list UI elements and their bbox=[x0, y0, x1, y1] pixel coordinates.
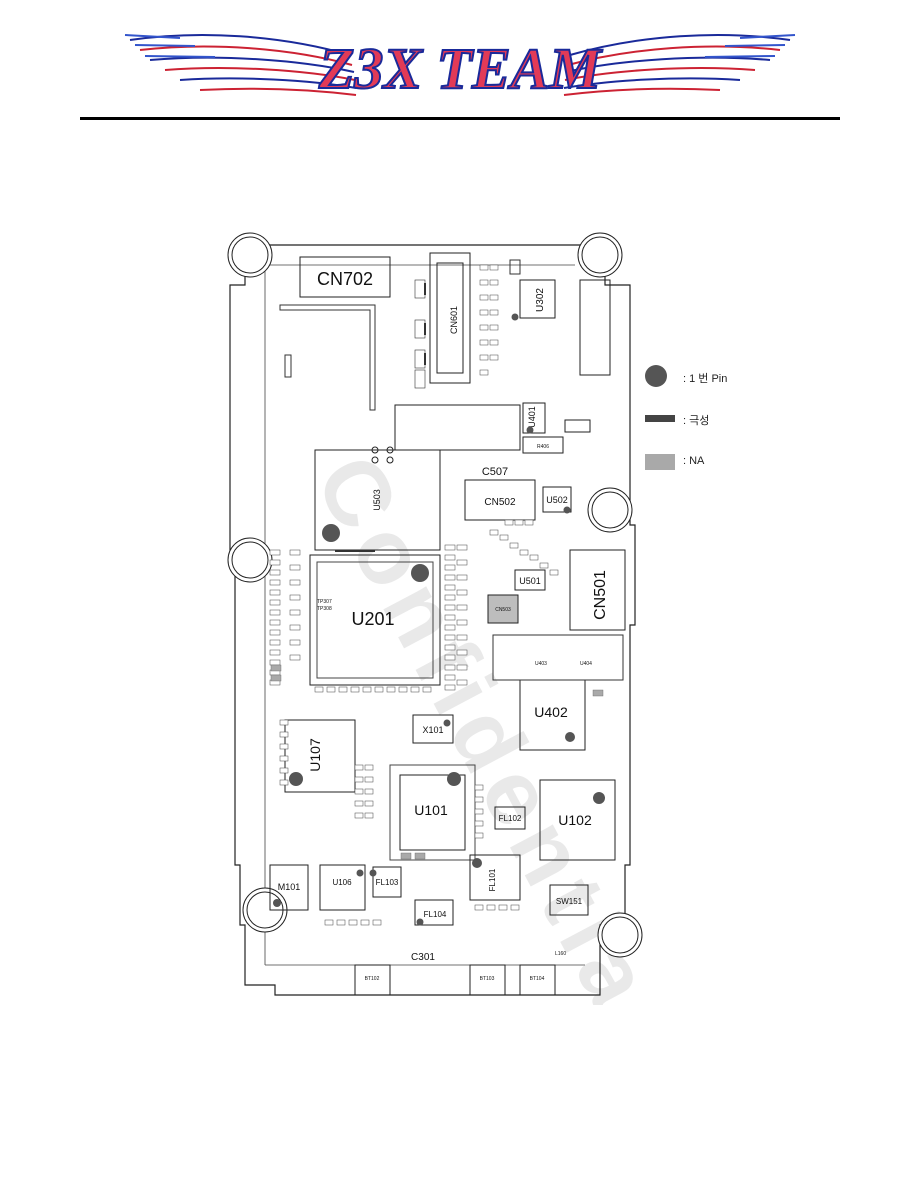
svg-text:U404: U404 bbox=[580, 661, 592, 667]
fl104-label: FL104 bbox=[424, 910, 447, 919]
mounting-hole bbox=[587, 487, 633, 533]
u302-label: U302 bbox=[535, 288, 546, 312]
cn503-label: CN503 bbox=[495, 607, 511, 613]
fl103-label: FL103 bbox=[376, 878, 399, 887]
cn702-outline bbox=[299, 256, 391, 298]
fl102-outline bbox=[494, 806, 526, 830]
pin1-marker bbox=[322, 524, 340, 542]
pin1-marker bbox=[563, 506, 571, 514]
svg-text:TP307: TP307 bbox=[317, 599, 332, 605]
u501-label: U501 bbox=[519, 576, 541, 586]
svg-text:L160: L160 bbox=[555, 951, 566, 957]
u501-outline bbox=[514, 569, 546, 591]
u106-outline bbox=[319, 864, 366, 911]
u402-label: U402 bbox=[534, 704, 568, 720]
pin1-marker bbox=[369, 869, 377, 877]
u201-outline bbox=[309, 554, 441, 686]
right-wing-graphic bbox=[563, 34, 796, 96]
pin1-marker bbox=[411, 564, 429, 582]
bt104-outline bbox=[519, 964, 556, 996]
pin1-marker bbox=[511, 313, 519, 321]
cn601-outline bbox=[429, 252, 471, 384]
u502-outline bbox=[542, 486, 572, 513]
mounting-hole bbox=[227, 232, 273, 278]
pcb-layout-diagram: Confidential CN702 CN601 U302 U401 R406 … bbox=[227, 232, 645, 1005]
pin1-marker bbox=[565, 732, 575, 742]
left-wing-graphic bbox=[124, 34, 357, 96]
bt104-label: BT104 bbox=[530, 976, 545, 982]
u106-label: U106 bbox=[332, 878, 352, 887]
svg-text:TP308: TP308 bbox=[317, 606, 332, 612]
cn702-label: CN702 bbox=[317, 269, 373, 289]
pin1-legend-label: : 1 번 Pin bbox=[683, 373, 728, 385]
legend: : 1 번 Pin : 극성 : NA bbox=[645, 365, 765, 475]
sw151-outline bbox=[549, 884, 589, 916]
u201-label: U201 bbox=[351, 609, 394, 629]
mounting-hole bbox=[577, 232, 623, 278]
sw151-label: SW151 bbox=[556, 897, 583, 906]
fl101-outline bbox=[469, 854, 521, 901]
u102-label: U102 bbox=[558, 812, 592, 828]
u401-label: U401 bbox=[527, 406, 537, 428]
pin1-marker bbox=[447, 772, 461, 786]
cn503-outline bbox=[487, 594, 519, 624]
r406-label: R406 bbox=[537, 444, 549, 450]
u503-label: U503 bbox=[372, 489, 382, 511]
u401-outline bbox=[522, 402, 546, 434]
m101-outline bbox=[269, 864, 309, 911]
pin1-marker bbox=[526, 426, 534, 434]
pin1-marker bbox=[356, 869, 364, 877]
bt102-label: BT102 bbox=[365, 976, 380, 982]
bt103-outline bbox=[469, 964, 506, 996]
c301-label: C301 bbox=[411, 952, 435, 963]
cn502-outline bbox=[464, 479, 536, 521]
m101-label: M101 bbox=[278, 882, 301, 892]
cn501-outline bbox=[569, 549, 626, 631]
x101-label: X101 bbox=[422, 725, 443, 735]
na-legend-label: : NA bbox=[683, 455, 705, 467]
x101-outline bbox=[412, 714, 454, 744]
pin1-marker bbox=[289, 772, 303, 786]
bt102-outline bbox=[354, 964, 391, 996]
u502-label: U502 bbox=[546, 495, 568, 505]
logo-text: Z3X TEAM bbox=[318, 36, 603, 101]
polarity-marks bbox=[335, 283, 426, 552]
pin1-legend-icon bbox=[645, 365, 667, 387]
bt103-label: BT103 bbox=[480, 976, 495, 982]
fl101-label: FL101 bbox=[488, 868, 497, 891]
pin1-marker bbox=[273, 899, 281, 907]
smd-component-cluster bbox=[269, 264, 559, 926]
svg-text:U403: U403 bbox=[535, 661, 547, 667]
u102-outline bbox=[539, 779, 616, 861]
cn501-label: CN501 bbox=[592, 570, 609, 620]
cn502-label: CN502 bbox=[484, 497, 516, 508]
pin1-marker bbox=[443, 719, 451, 727]
mounting-hole bbox=[597, 912, 643, 958]
fl102-label: FL102 bbox=[499, 814, 522, 823]
fl103-outline bbox=[372, 866, 402, 898]
z3x-team-logo: Z3X TEAM bbox=[124, 34, 796, 102]
fl104-outline bbox=[414, 899, 454, 926]
polarity-legend-label: : 극성 bbox=[683, 415, 710, 427]
pin1-marker bbox=[472, 858, 482, 868]
c507-label: C507 bbox=[482, 466, 508, 478]
u101-label: U101 bbox=[414, 802, 448, 818]
pin1-marker bbox=[593, 792, 605, 804]
cn601-label: CN601 bbox=[449, 306, 459, 334]
polarity-legend-icon bbox=[645, 415, 675, 422]
na-parts bbox=[270, 664, 604, 860]
u101-outline bbox=[399, 774, 466, 851]
header-rule bbox=[80, 117, 840, 120]
na-legend-icon bbox=[645, 454, 675, 470]
u302-outline bbox=[519, 279, 556, 319]
u107-label: U107 bbox=[307, 738, 323, 772]
pin1-marker bbox=[416, 918, 424, 926]
mounting-hole bbox=[227, 537, 273, 583]
